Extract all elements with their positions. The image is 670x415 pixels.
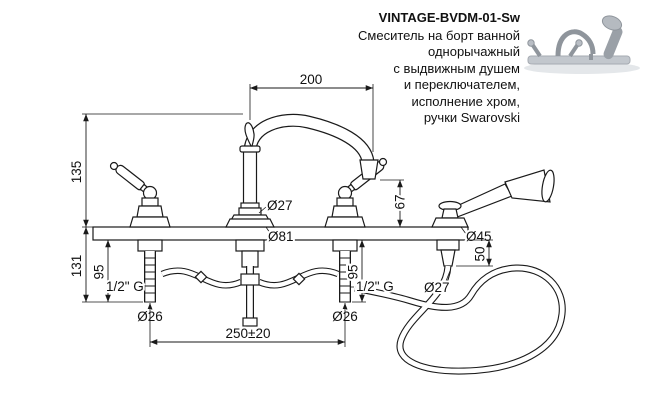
spout-outlet <box>359 159 379 180</box>
product-description-line: однорычажный <box>428 44 520 59</box>
crystal-knob <box>109 161 119 171</box>
dim-left-thread: 1/2" G <box>106 279 144 294</box>
dim-spout-reach: 200 <box>300 72 323 87</box>
dim-holder-height: 50 <box>473 246 488 261</box>
product-description-line: с выдвижным душем <box>393 60 520 76</box>
deck <box>92 226 469 241</box>
dimensions: 200 135 131 95 95 67 Ø27 <box>67 70 494 347</box>
dim-right-thread: 1/2" G <box>356 279 394 294</box>
dim-hole-spacing: 250±20 <box>226 326 271 341</box>
dim-hose-diameter: Ø27 <box>424 280 450 295</box>
spout-lever <box>244 122 255 147</box>
product-description-line: исполнение хром, <box>411 93 520 109</box>
product-description-line: ручки Swarovski <box>423 110 520 125</box>
shower-head <box>504 169 551 203</box>
underdeck-piping <box>137 239 460 327</box>
product-description-line: и переключателем, <box>403 77 520 92</box>
left-valve-handle <box>109 161 171 228</box>
dim-underdeck-height: 131 <box>69 255 84 278</box>
dim-outlet-height: 67 <box>393 194 408 209</box>
hand-shower <box>431 169 555 228</box>
product-model: VINTAGE-BVDM-01-Sw <box>378 10 520 25</box>
dim-left-tail-length: 95 <box>92 264 107 279</box>
spout <box>225 113 379 228</box>
dim-base-plate-diameter: Ø81 <box>268 229 294 244</box>
product-photo <box>520 4 652 80</box>
dim-spout-height: 135 <box>69 161 84 184</box>
product-header: VINTAGE-BVDM-01-Sw Смеситель на борт ван… <box>358 10 520 127</box>
product-photo-illustration <box>524 15 640 74</box>
product-description-line: Смеситель на борт ванной <box>358 27 520 43</box>
shower-hose <box>354 264 566 375</box>
shower-face <box>541 169 555 203</box>
right-valve-handle <box>324 157 388 228</box>
dim-right-tail-length: 95 <box>346 264 361 279</box>
dim-spout-diameter: Ø27 <box>267 198 293 213</box>
dim-holder-diameter: Ø45 <box>466 229 492 244</box>
crystal-knob <box>378 157 388 167</box>
